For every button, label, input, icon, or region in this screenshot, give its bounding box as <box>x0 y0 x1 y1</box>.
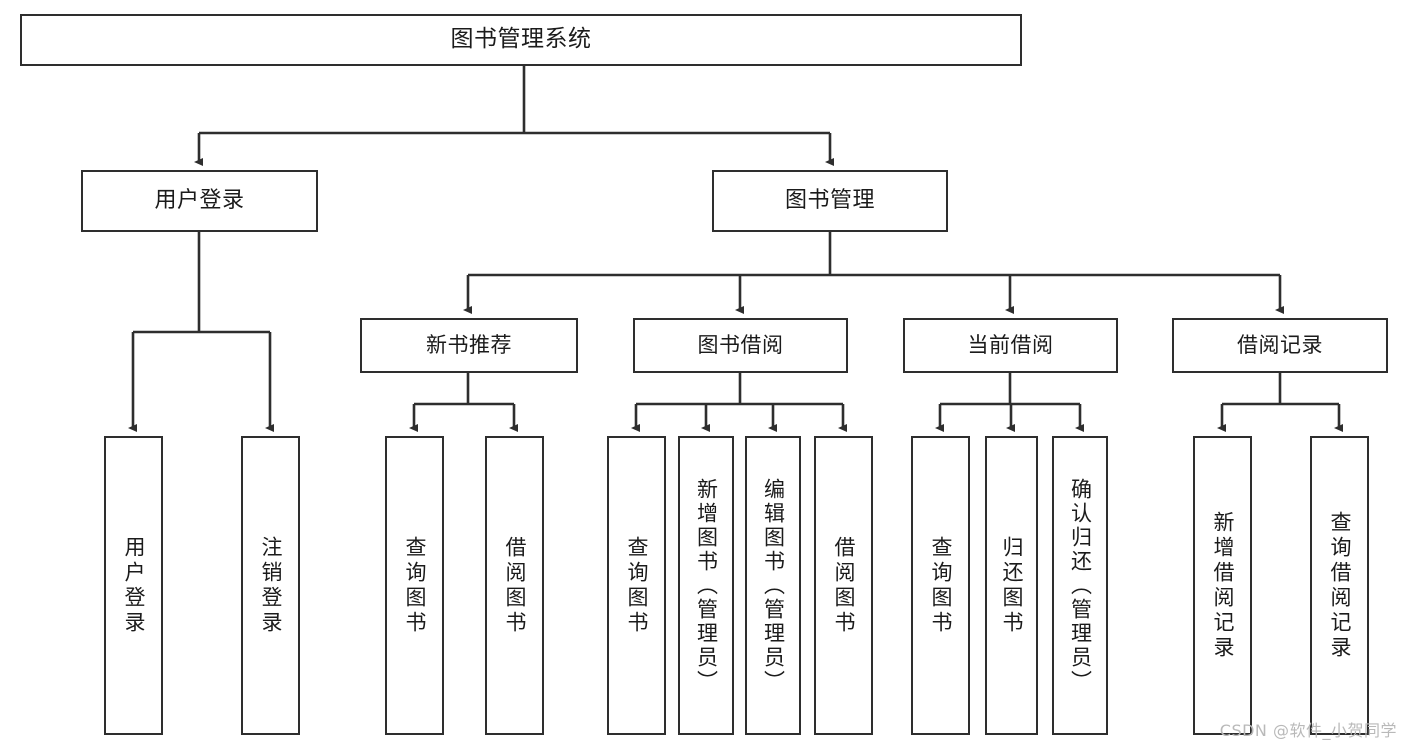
node-label: 查询图书 <box>929 535 953 636</box>
node-current-borrowing[interactable]: 当前借阅 <box>903 318 1118 373</box>
leaf-borrow-book-recommendation[interactable]: 借阅图书 <box>485 436 544 735</box>
node-label: 确认归还（管理员） <box>1068 477 1093 694</box>
leaf-query-book-recommendation[interactable]: 查询图书 <box>385 436 444 735</box>
node-label: 新增图书（管理员） <box>694 477 719 694</box>
node-new-book-recommendation[interactable]: 新书推荐 <box>360 318 578 373</box>
node-label: 新书推荐 <box>426 332 512 357</box>
node-borrowing-record[interactable]: 借阅记录 <box>1172 318 1388 373</box>
node-book-borrowing[interactable]: 图书借阅 <box>633 318 848 373</box>
leaf-logout[interactable]: 注销登录 <box>241 436 300 735</box>
node-label: 图书借阅 <box>697 332 784 357</box>
node-label: 图书管理 <box>784 187 875 213</box>
node-user-login[interactable]: 用户登录 <box>81 170 318 232</box>
leaf-query-book-current[interactable]: 查询图书 <box>911 436 970 735</box>
node-label: 归还图书 <box>1000 535 1024 636</box>
node-label: 查询图书 <box>625 535 649 636</box>
leaf-query-book-borrowing[interactable]: 查询图书 <box>607 436 666 735</box>
node-label: 借阅图书 <box>832 535 856 636</box>
leaf-return-book[interactable]: 归还图书 <box>985 436 1038 735</box>
node-label: 借阅记录 <box>1237 332 1323 357</box>
node-label: 图书管理系统 <box>450 26 592 53</box>
node-label: 新增借阅记录 <box>1211 510 1235 661</box>
leaf-borrow-book-borrowing[interactable]: 借阅图书 <box>814 436 873 735</box>
leaf-user-login[interactable]: 用户登录 <box>104 436 163 735</box>
node-label: 当前借阅 <box>967 332 1054 357</box>
node-label: 查询图书 <box>403 535 427 636</box>
leaf-query-borrowing-record[interactable]: 查询借阅记录 <box>1310 436 1369 735</box>
node-label: 注销登录 <box>259 535 283 636</box>
node-label: 查询借阅记录 <box>1328 510 1352 661</box>
node-book-management[interactable]: 图书管理 <box>712 170 948 232</box>
leaf-add-borrowing-record[interactable]: 新增借阅记录 <box>1193 436 1252 735</box>
node-label: 用户登录 <box>122 535 146 636</box>
node-label: 编辑图书（管理员） <box>761 477 786 694</box>
node-root-book-management-system[interactable]: 图书管理系统 <box>20 14 1022 66</box>
watermark-text: CSDN @软件_小贺同学 <box>1219 721 1397 740</box>
leaf-edit-book-admin[interactable]: 编辑图书（管理员） <box>745 436 801 735</box>
leaf-add-book-admin[interactable]: 新增图书（管理员） <box>678 436 734 735</box>
node-label: 用户登录 <box>154 187 245 213</box>
node-label: 借阅图书 <box>503 535 527 636</box>
leaf-confirm-return-admin[interactable]: 确认归还（管理员） <box>1052 436 1108 735</box>
